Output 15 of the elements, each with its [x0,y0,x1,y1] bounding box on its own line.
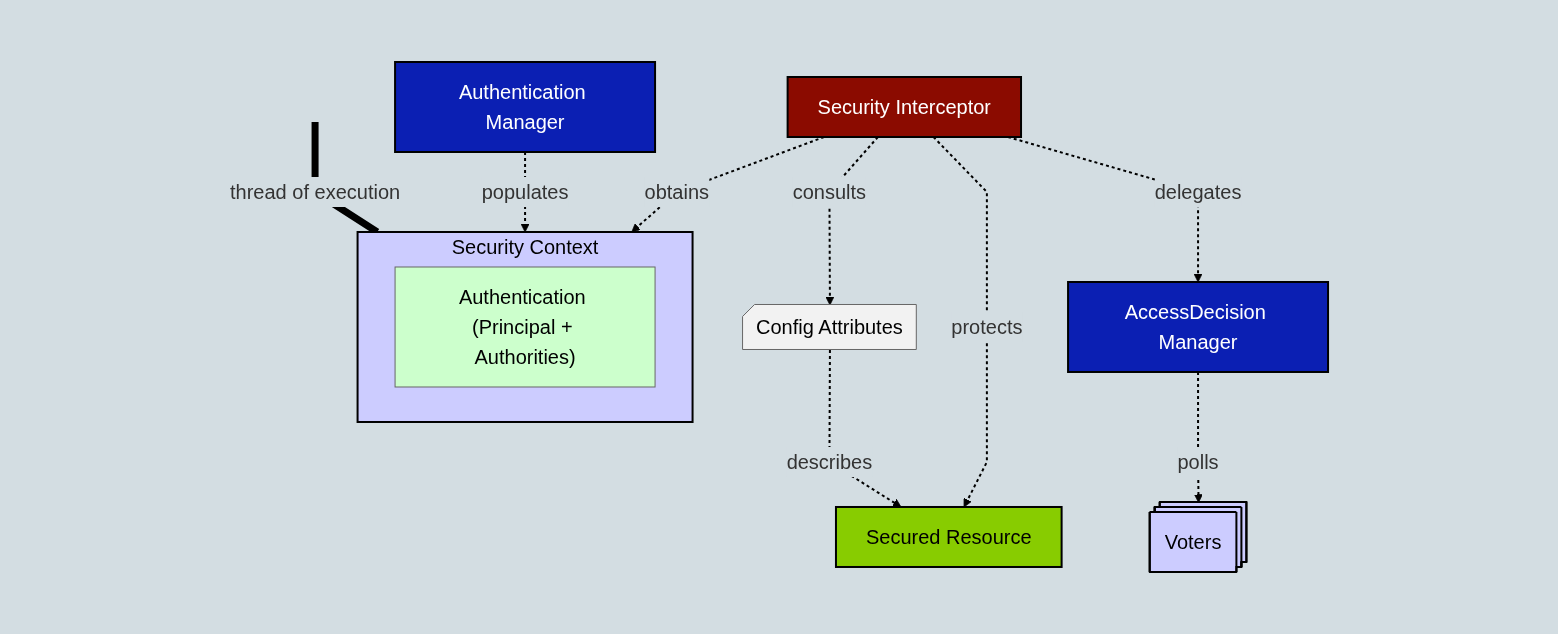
edge-label: describes [786,450,873,473]
node-box: Authentication Manager [394,61,657,153]
arrow [825,136,879,306]
arrow [932,136,988,508]
edge-label: protects [951,315,1023,338]
edge-label: populates [481,181,569,203]
node-box: Security Interceptor [786,76,1022,138]
edge-label: thread of execution [229,181,401,203]
edge-label: delegates [1154,181,1242,203]
edge-label: consults [792,181,867,203]
edge-label: polls [1177,450,1219,473]
node-box: AccessDecision Manager [1067,281,1329,373]
node-box: Authentication (Principal + Authorities) [394,266,656,388]
node-box: Secured Resource [834,506,1063,568]
edge-label: obtains [644,181,709,203]
